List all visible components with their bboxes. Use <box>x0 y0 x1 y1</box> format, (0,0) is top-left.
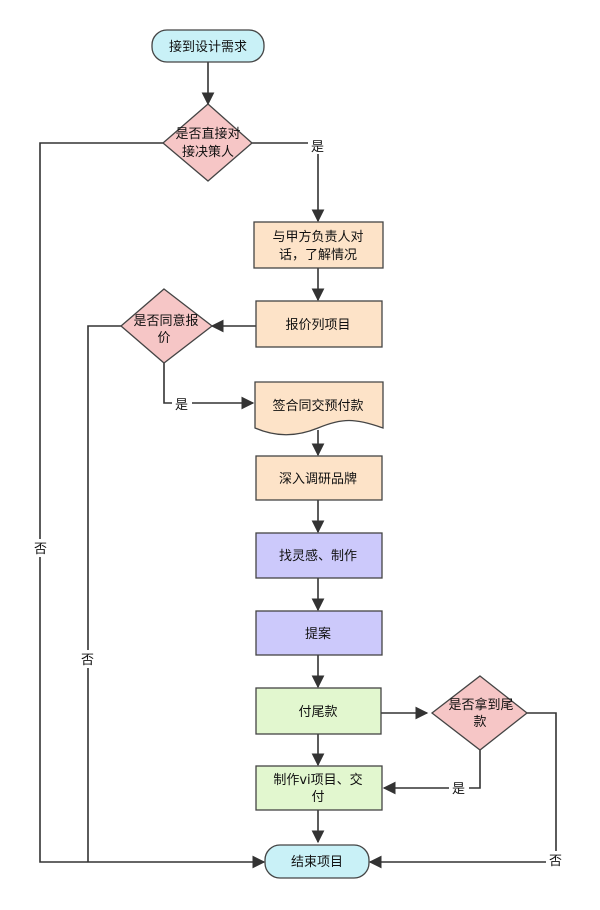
process-shape <box>255 300 383 348</box>
edge-direct-yes-to-talk <box>252 142 325 223</box>
node-gotpay-line1: 是否拿到尾 <box>448 697 513 713</box>
node-pay-label: 付尾款 <box>298 705 337 720</box>
node-vi-line1: 制作vi项目、交 <box>273 772 362 788</box>
process-shape <box>253 221 384 269</box>
node-research-label: 深入调研品牌 <box>279 471 357 487</box>
process-shape <box>255 532 383 579</box>
node-gotpay-decision: 是否拿到尾 款 <box>430 675 529 751</box>
terminal-shape <box>264 844 370 879</box>
terminal-shape <box>151 29 265 63</box>
decision-shape <box>120 288 214 364</box>
document-shape <box>254 381 384 436</box>
node-vi-line2: 付 <box>311 790 324 805</box>
decision-shape <box>162 103 253 182</box>
process-shape <box>255 455 383 501</box>
node-gotpay-line2: 款 <box>473 715 486 730</box>
edge-labels: 是 否 是 否 是 否 <box>30 138 566 869</box>
node-talk-line2: 话，了解情况 <box>279 248 357 263</box>
edge-direct-no-to-end <box>39 142 266 869</box>
label-yes-direct: 是 <box>311 140 324 155</box>
node-pay: 付尾款 <box>255 687 382 735</box>
label-no-agree: 否 <box>81 653 94 668</box>
process-shape <box>255 765 383 811</box>
decision-shape <box>430 675 529 751</box>
node-end-label: 结束项目 <box>291 855 343 870</box>
node-start-label: 接到设计需求 <box>169 39 247 55</box>
process-shape <box>255 687 382 735</box>
node-direct-decision: 是否直接对 接决策人 <box>162 103 253 182</box>
node-sign: 签合同交预付款 <box>254 381 384 436</box>
edge-gotpay-no-to-end <box>368 712 557 869</box>
node-talk-line1: 与甲方负责人对 <box>272 229 363 245</box>
node-agree-line2: 价 <box>157 331 170 346</box>
node-agree-decision: 是否同意报 价 <box>120 288 214 364</box>
node-research: 深入调研品牌 <box>255 455 383 501</box>
node-start: 接到设计需求 <box>151 29 265 63</box>
node-direct-line1: 是否直接对 <box>175 126 240 142</box>
label-no-direct: 否 <box>34 542 47 557</box>
process-shape <box>255 610 383 656</box>
edge-agree-no-to-end <box>87 325 121 862</box>
label-yes-gotpay: 是 <box>452 782 465 797</box>
node-inspire-label: 找灵感、制作 <box>279 548 357 564</box>
node-quote-label: 报价列项目 <box>285 318 350 333</box>
node-inspire: 找灵感、制作 <box>255 532 383 579</box>
node-talk: 与甲方负责人对 话，了解情况 <box>253 221 384 269</box>
node-propose: 提案 <box>255 610 383 656</box>
label-no-gotpay: 否 <box>549 854 562 869</box>
edge-agree-yes-to-sign <box>163 363 255 410</box>
label-yes-agree: 是 <box>175 398 188 413</box>
node-end: 结束项目 <box>264 844 370 879</box>
edge-gotpay-yes-to-vi <box>382 750 481 795</box>
node-propose-label: 提案 <box>305 626 331 642</box>
node-direct-line2: 接决策人 <box>182 144 234 160</box>
node-vi: 制作vi项目、交 付 <box>255 765 383 811</box>
node-agree-line1: 是否同意报 <box>133 313 198 329</box>
node-quote: 报价列项目 <box>255 300 383 348</box>
edges <box>39 62 557 869</box>
node-sign-label: 签合同交预付款 <box>272 398 363 414</box>
